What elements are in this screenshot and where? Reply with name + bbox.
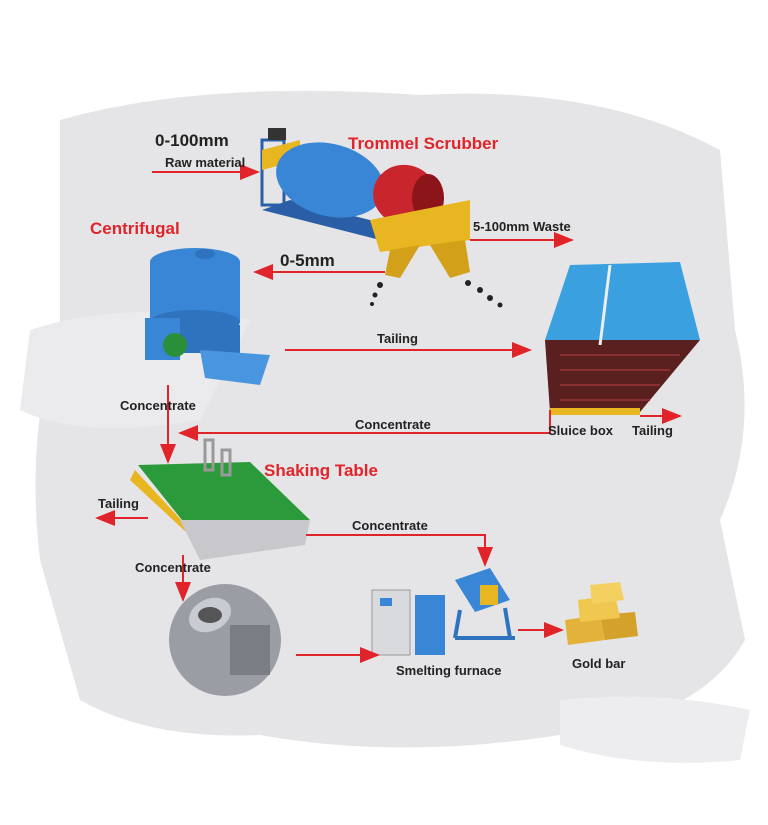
sluice-box-machine bbox=[545, 262, 700, 415]
gold-bars bbox=[565, 582, 638, 645]
concentrate-table-furnace-label: Concentrate bbox=[352, 518, 428, 533]
gold-bar-label: Gold bar bbox=[572, 656, 626, 671]
trommel-title: Trommel Scrubber bbox=[348, 134, 499, 153]
concentrate-centrifugal-label: Concentrate bbox=[120, 398, 196, 413]
centrifugal-title: Centrifugal bbox=[90, 219, 180, 238]
shaking-table-title: Shaking Table bbox=[264, 461, 378, 480]
tailing-table-label: Tailing bbox=[98, 496, 139, 511]
raw-size-label: 0-100mm bbox=[155, 131, 229, 150]
tailing-sluice-label: Tailing bbox=[632, 423, 673, 438]
waste-label: 5-100mm Waste bbox=[473, 219, 571, 234]
tailing-centrifugal-label: Tailing bbox=[377, 331, 418, 346]
concentrate-table-down-label: Concentrate bbox=[135, 560, 211, 575]
flow-arrows bbox=[95, 164, 682, 663]
arrow-table-to-furnace bbox=[306, 534, 493, 567]
trommel-scrubber-machine bbox=[260, 128, 503, 308]
shaking-table-machine bbox=[130, 438, 310, 560]
sluice-box-label: Sluice box bbox=[548, 423, 614, 438]
centrifugal-machine bbox=[145, 248, 270, 385]
concentrate-processing-photo bbox=[169, 584, 281, 696]
smelting-furnace-label: Smelting furnace bbox=[396, 663, 502, 678]
raw-material-label: Raw material bbox=[165, 155, 246, 170]
fine-size-label: 0-5mm bbox=[280, 251, 335, 270]
smelting-furnace-machine bbox=[371, 568, 515, 656]
concentrate-sluice-label: Concentrate bbox=[355, 417, 431, 432]
arrow-sluice-concentrate bbox=[178, 410, 551, 441]
